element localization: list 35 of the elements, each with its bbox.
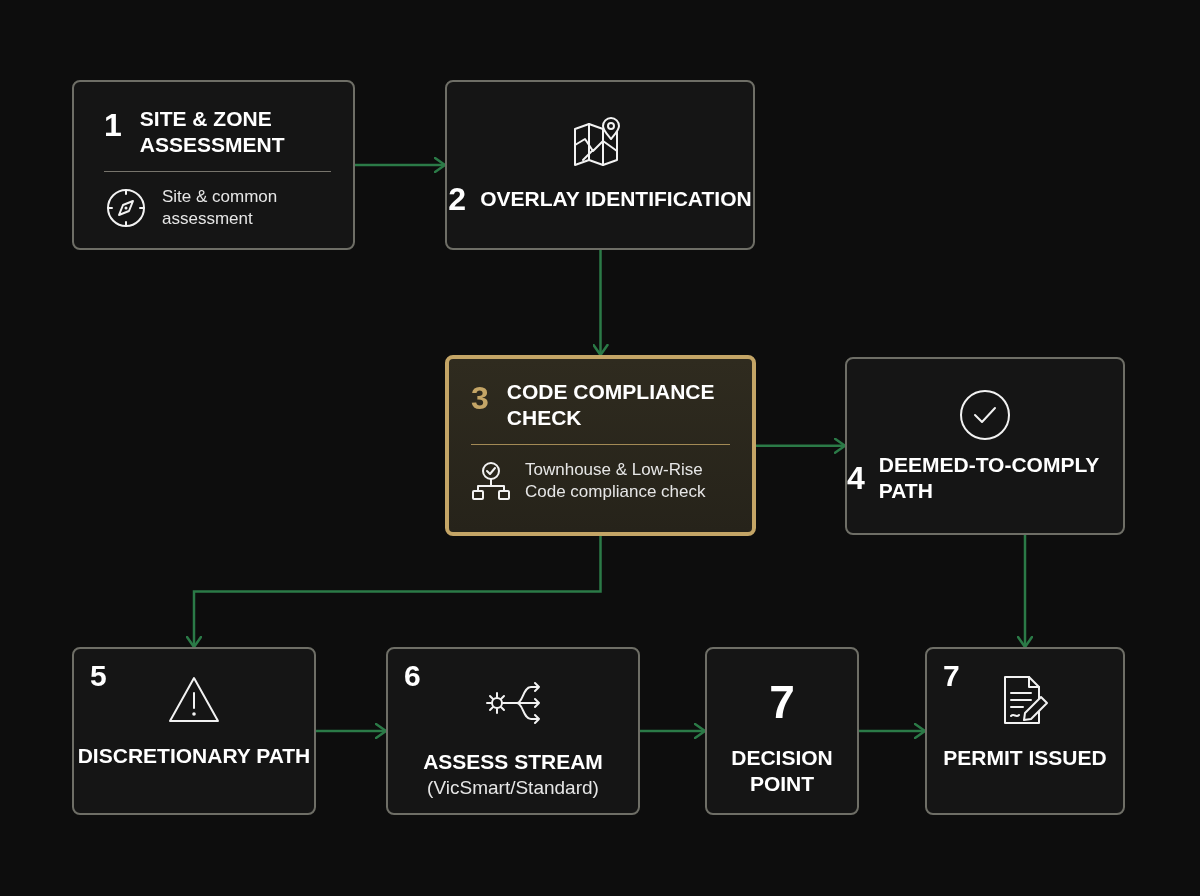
step-box (72, 80, 355, 250)
step-box (925, 647, 1125, 815)
step-number: 1 (104, 109, 122, 141)
step-title: DISCRETIONARY PATH (77, 743, 311, 769)
step-number: 3 (471, 382, 489, 414)
arrow (592, 250, 609, 357)
step-description: Townhouse & Low-Rise Code compliance check (525, 458, 707, 504)
arrow (1016, 535, 1034, 649)
step-number: 5 (90, 661, 107, 691)
arrow (355, 156, 447, 174)
arrow (756, 437, 847, 454)
step-number: 2 (448, 183, 467, 215)
step-title: SITE & ZONE ASSESSMENT (139, 106, 286, 159)
arrow (640, 722, 707, 740)
arrow (316, 722, 388, 740)
step-title: PERMIT ISSUED (943, 745, 1107, 771)
arrow (859, 722, 927, 740)
step-title: DECISION POINT (730, 745, 834, 798)
step-title: OVERLAY IDENTIFICATION (480, 185, 752, 212)
step-number: 4 (847, 462, 865, 494)
step-box (445, 80, 755, 250)
step-box (705, 647, 859, 815)
arrow (185, 536, 602, 649)
step-number: 7 (769, 679, 795, 725)
highlighted-step-box (445, 355, 756, 536)
step-number: 7 (943, 661, 960, 691)
step-box (72, 647, 316, 815)
step-title: CODE COMPLIANCE CHECK (506, 379, 716, 432)
step-box (386, 647, 640, 815)
step-description: Site & common assessment (162, 185, 279, 231)
step-box (845, 357, 1125, 535)
step-description: (VicSmart/Standard) (427, 776, 599, 801)
step-title: ASSESS STREAM (423, 749, 603, 775)
step-title: DEEMED-TO-COMPLY PATH (878, 451, 1100, 504)
step-number: 6 (404, 661, 421, 691)
